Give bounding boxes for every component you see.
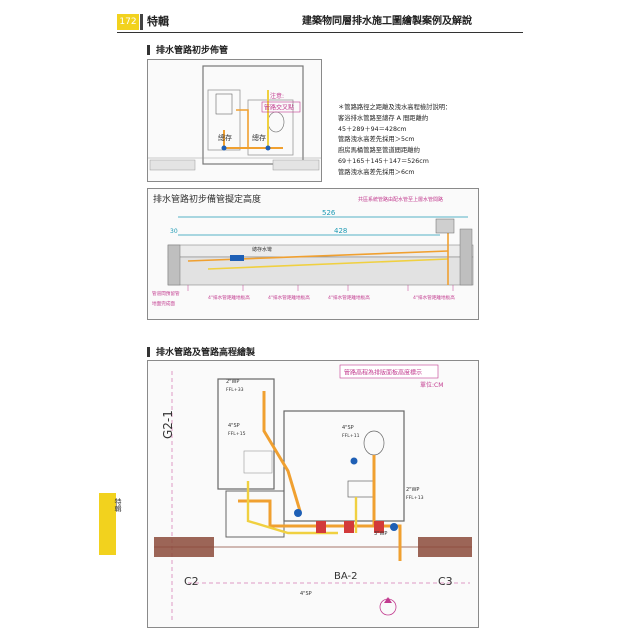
section1-heading: 排水管路初步佈管 [147, 43, 228, 56]
note-line: 管路洩水高差先採用＞6cm [338, 168, 415, 176]
pipe-tag: 4"SP [342, 425, 354, 431]
ffl-label: FFL+15 [228, 431, 246, 437]
elevation-annotation: 地面完成面 [152, 300, 175, 307]
note-line: 客浴排水管路至總存 A 間距離約 [338, 114, 429, 122]
pipe-tag: 3"WP [374, 531, 387, 537]
ffl-label: FFL+13 [406, 495, 424, 501]
heading-square-icon [147, 44, 150, 55]
elevation-annotation: 4"排水管距離地板高 [328, 294, 370, 301]
fitting-icon [316, 521, 326, 533]
plan-note-text: 管路交叉點 [264, 104, 294, 112]
fitting-icon [374, 521, 384, 533]
toilet-icon [363, 430, 385, 456]
dimension-526: 526 [322, 209, 336, 217]
section-tag: 特輯 [147, 15, 169, 28]
section1-plan-drawing: 注意: 管路交叉點 總存 總存 [148, 65, 321, 171]
header-rule [117, 32, 523, 33]
page-number: 172 [117, 14, 139, 30]
section-arrow-icon [384, 597, 392, 603]
section1-elevation-panel: 排水管路初步備管擬定高度 共區系統管路由配水管至上層水管間路 526 428 3… [147, 188, 479, 320]
section2-heading: 排水管路及管路高程繪製 [147, 345, 255, 358]
note-line: 45＋289＋94＝428cm [338, 125, 407, 133]
grid-label-g2-1: G2-1 [161, 410, 175, 439]
drain-point-icon [221, 145, 227, 151]
section2-heading-text: 排水管路及管路高程繪製 [156, 348, 256, 358]
pipe-tag: 4"SP [300, 591, 312, 597]
elevation-annotation: 管道間預留管 [152, 290, 180, 297]
basin-icon [347, 480, 375, 498]
header-divider [140, 14, 143, 30]
toilet-icon [435, 218, 455, 234]
section2-plan-drawing: 管路高程為排版面板高度標示 單位:CM G2-1 2"WP 4"SP [154, 364, 472, 623]
side-tab [99, 493, 116, 555]
section2-unit-label: 單位:CM [420, 381, 443, 389]
note-line: 廚房馬桶管路至管道間距離約 [338, 147, 420, 155]
grid-label-c3: C3 [438, 575, 453, 588]
section2-plan-panel: 管路高程為排版面板高度標示 單位:CM G2-1 2"WP 4"SP [147, 360, 479, 628]
drain-point-icon [294, 509, 302, 517]
dimension-30: 30 [170, 228, 178, 235]
elevation-annotation: 4"排水管距離地板高 [413, 294, 455, 301]
drain-point-icon [390, 523, 398, 531]
note-line: ＊管路路徑之距離及洩水高程檢討說明： [338, 104, 452, 111]
section1-plan-panel: 注意: 管路交叉點 總存 總存 [147, 59, 322, 182]
grid-label-c2: C2 [184, 575, 199, 588]
elevation-top-right-label: 共區系統管路由配水管至上層水管間路 [358, 196, 443, 203]
ffl-label: FFL+11 [342, 433, 360, 439]
drain-trap-icon [230, 255, 244, 261]
grid-label-ba2: BA-2 [334, 571, 357, 582]
drain-point-icon [265, 145, 271, 151]
note-line: 管路洩水高差先採用＞5cm [338, 136, 415, 144]
room-label-right: 總存 [252, 133, 266, 142]
ffl-label: FFL+33 [226, 387, 244, 393]
section1-notes: ＊管路路徑之距離及洩水高程檢討說明： 客浴排水管路至總存 A 間距離約 45＋2… [338, 103, 451, 179]
drain-point-icon [350, 457, 358, 465]
elevation-annotation: 4"排水管距離地板高 [268, 294, 310, 301]
page-title: 建築物同層排水施工圖繪製案例及解說 [302, 16, 472, 27]
pipe-tag: 4"SP [228, 423, 240, 429]
elevation-drain-label: 總存水彎 [252, 246, 272, 253]
plan-note-label: 注意: [270, 92, 284, 100]
fitting-icon [344, 521, 354, 533]
section1-heading-text: 排水管路初步佈管 [156, 46, 229, 56]
section2-title-box: 管路高程為排版面板高度標示 [344, 369, 422, 377]
heading-square-icon [147, 346, 150, 357]
pipe-tag: 2"WP [406, 487, 419, 493]
note-line: 69＋165＋145＋147＝526cm [338, 157, 429, 165]
section1-elevation-drawing: 排水管路初步備管擬定高度 共區系統管路由配水管至上層水管間路 526 428 3… [152, 193, 474, 307]
room-label-left: 總存 [218, 133, 232, 142]
dimension-428: 428 [334, 227, 347, 235]
pipe-tag: 2"WP [226, 379, 239, 385]
elevation-annotation: 4"排水管距離地板高 [208, 294, 250, 301]
elevation-title: 排水管路初步備管擬定高度 [153, 193, 261, 205]
side-tab-label: 特輯 [114, 498, 122, 512]
